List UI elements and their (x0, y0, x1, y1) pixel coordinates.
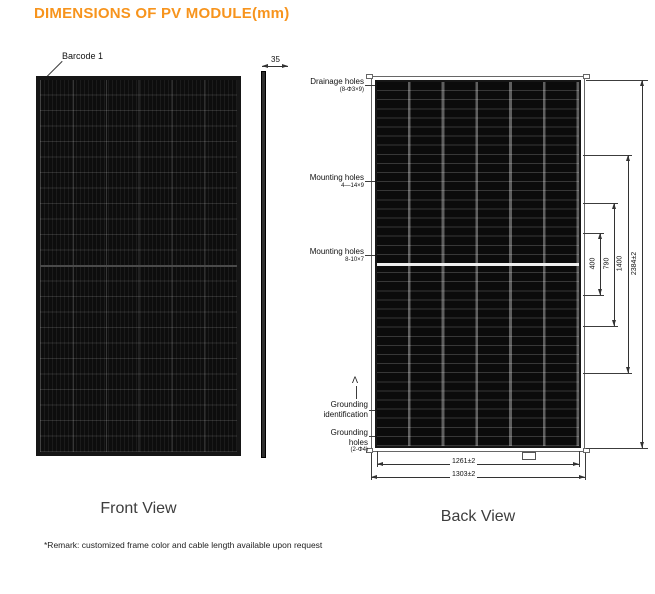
dim-line-1261 (377, 462, 579, 466)
frame-corner-tab (366, 448, 373, 453)
mounting-holes-2-callout: Mounting holes 8-10×7 (284, 247, 364, 263)
dim-label-1400: 1400 (616, 255, 624, 272)
mounting-holes-1-label: Mounting holes (309, 173, 364, 182)
dim-label-400: 400 (589, 257, 597, 270)
grounding-symbol-icon: Λ (352, 375, 359, 385)
frame-corner-tab (583, 74, 590, 79)
extension-line (585, 453, 586, 480)
dim-line-400 (598, 233, 602, 295)
back-panel-middle-gap (377, 263, 579, 266)
dim-line-1400 (626, 155, 630, 373)
grounding-holes-spec: (2-Φ4) (350, 447, 368, 454)
grounding-symbol-leader (356, 386, 357, 399)
mounting-holes-1-callout: Mounting holes 4—14×9 (288, 173, 364, 189)
grounding-identification-callout: Grounding identification (310, 400, 368, 419)
front-panel-middle-gap (40, 265, 237, 267)
dim-line-2384 (640, 80, 644, 448)
extension-line (583, 326, 618, 327)
extension-line (371, 453, 372, 480)
extension-line (583, 155, 632, 156)
grounding-holes-callout: Grounding holes (2-Φ4) (310, 428, 368, 454)
extension-line (586, 80, 648, 81)
dim-label-1261: 1261±2 (450, 458, 478, 465)
thickness-dim-line (262, 64, 288, 68)
front-panel (36, 76, 241, 456)
dim-label-1303: 1303±2 (450, 471, 478, 478)
page-title: DIMENSIONS OF PV MODULE(mm) (34, 5, 290, 22)
back-panel (375, 80, 581, 448)
junction-detail-box (522, 452, 536, 460)
frame-corner-tab (366, 74, 373, 79)
mounting-holes-1-spec: 4—14×9 (341, 182, 364, 189)
drainage-leader-line (365, 85, 375, 86)
mounting-2-leader-line (365, 255, 375, 256)
grounding-id-leader-line (369, 410, 375, 411)
front-view-caption: Front View (100, 500, 177, 517)
extension-line (377, 451, 378, 467)
drainage-holes-callout: Drainage holes (8-Φ3×9) (284, 77, 364, 93)
extension-line (586, 448, 648, 449)
extension-line (579, 451, 580, 467)
dim-line-790 (612, 203, 616, 326)
dim-label-2384: 2384±2 (631, 251, 639, 276)
thickness-dim-label: 35 (271, 55, 280, 64)
extension-line (583, 233, 604, 234)
mounting-1-leader-line (365, 181, 375, 182)
extension-line (583, 203, 618, 204)
drainage-holes-label: Drainage holes (310, 77, 364, 86)
mounting-holes-2-spec: 8-10×7 (345, 256, 364, 263)
side-profile (261, 71, 266, 458)
mounting-holes-2-label: Mounting holes (309, 247, 364, 256)
barcode-label: Barcode 1 (62, 51, 104, 61)
extension-line (583, 295, 604, 296)
extension-line (583, 373, 632, 374)
remark-text: *Remark: customized frame color and cabl… (44, 540, 323, 550)
grounding-holes-leader-line (369, 436, 375, 437)
dim-label-790: 790 (603, 257, 611, 270)
grounding-holes-label: Grounding holes (330, 428, 368, 447)
drainage-holes-spec: (8-Φ3×9) (339, 86, 364, 93)
grounding-identification-label: Grounding identification (323, 400, 368, 419)
dim-line-1303 (371, 475, 585, 479)
back-view-caption: Back View (440, 508, 516, 525)
